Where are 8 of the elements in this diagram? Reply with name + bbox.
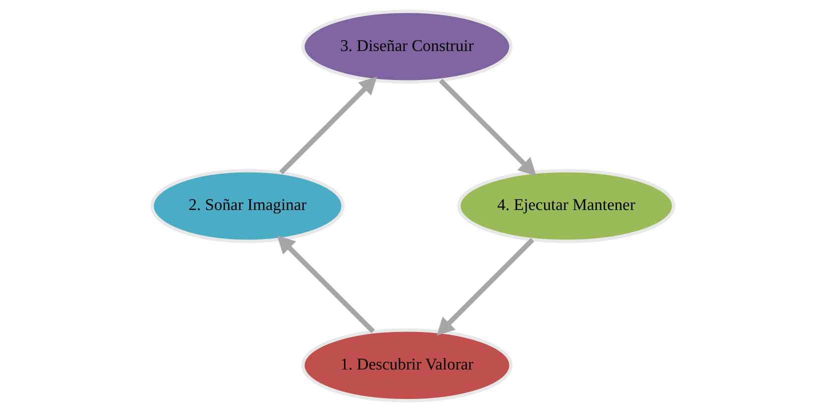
arrow bbox=[278, 76, 377, 174]
arrow bbox=[436, 238, 534, 336]
node-ellipse: 1. Descubrir Valorar bbox=[300, 328, 512, 402]
node-ellipse: 4. Ejecutar Mantener bbox=[456, 169, 675, 243]
node-ellipse: 2. Soñar Imaginar bbox=[150, 169, 344, 243]
node-ellipse: 3. Diseñar Construir bbox=[300, 10, 512, 84]
arrow bbox=[438, 78, 536, 176]
arrow bbox=[276, 235, 374, 334]
